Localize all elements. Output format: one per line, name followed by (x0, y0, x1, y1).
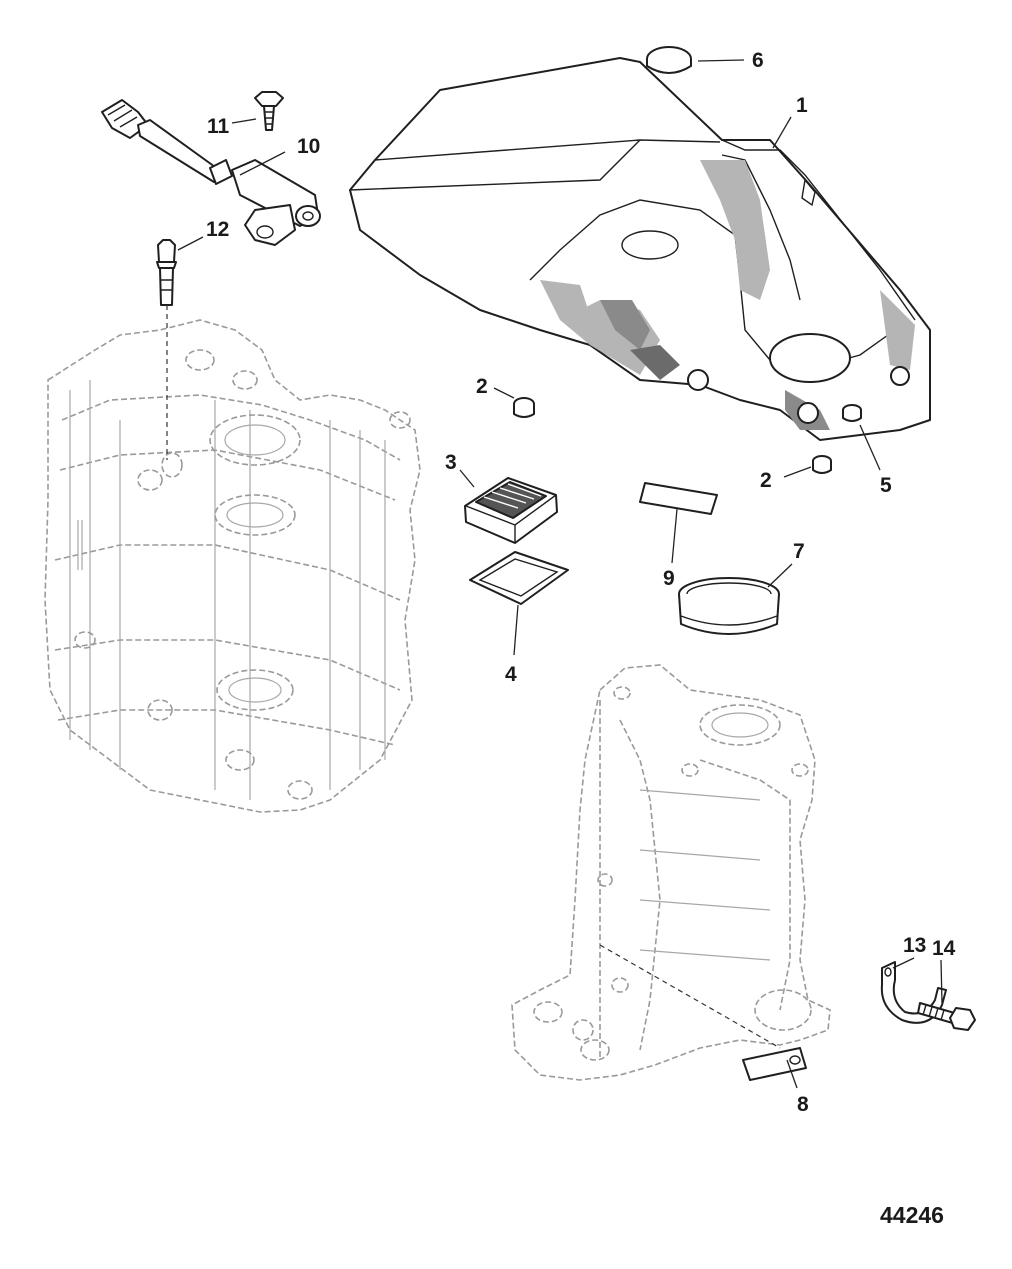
ring-seal-part-7 (678, 577, 780, 635)
callout-2-lower: 2 (760, 469, 772, 492)
air-filter-part-3 (464, 477, 558, 544)
callout-6: 6 (752, 49, 764, 72)
callout-5: 5 (880, 474, 892, 497)
plug-part-6 (646, 46, 692, 74)
grommet-part-5 (842, 404, 862, 422)
callout-2-upper: 2 (476, 375, 488, 398)
callout-8: 8 (797, 1093, 809, 1116)
bolt-part-14 (917, 1002, 976, 1031)
flywheel-cover (349, 57, 931, 441)
callout-12: 12 (206, 218, 229, 241)
engine-block (44, 319, 421, 813)
callout-7: 7 (793, 540, 805, 563)
callout-14: 14 (932, 937, 956, 960)
grommet-part-2-right (812, 455, 832, 474)
figure-number: 44246 (880, 1202, 944, 1228)
callout-9: 9 (663, 567, 675, 590)
leader-lines (177, 59, 943, 1089)
callout-11: 11 (207, 115, 230, 138)
plate-part-8 (742, 1047, 807, 1081)
callout-10: 10 (297, 135, 320, 158)
callout-1: 1 (796, 94, 808, 117)
callout-13: 13 (903, 934, 926, 957)
grommet-part-2-left (513, 397, 535, 418)
fitting-part-12 (156, 239, 177, 306)
callout-4: 4 (505, 663, 517, 686)
plate-installation-line (599, 944, 781, 1049)
gasket-part-4 (469, 551, 569, 605)
sensor-part-10 (101, 99, 321, 246)
screw-part-11 (254, 91, 284, 131)
label-part-9 (639, 482, 718, 515)
intake-manifold (511, 664, 831, 1081)
callout-3: 3 (445, 451, 457, 474)
